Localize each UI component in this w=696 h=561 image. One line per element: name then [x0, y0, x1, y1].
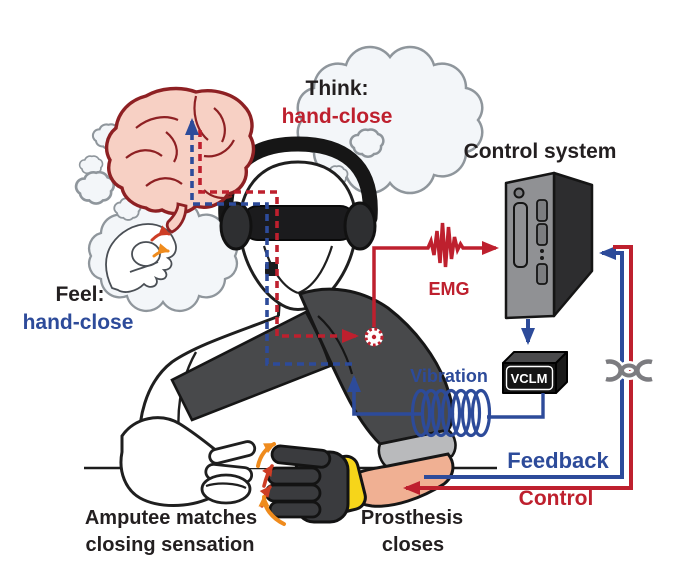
tower-power-button	[513, 187, 525, 199]
vibration-label: Vibration	[410, 366, 488, 386]
emg-signal-waveform	[372, 222, 499, 327]
control-label: Control	[519, 487, 594, 510]
tower-drive-bay	[513, 202, 528, 268]
vclm-label: VCLM	[511, 371, 548, 386]
amputee-caption-line1: Amputee matches	[85, 507, 257, 529]
computer-tower-icon	[504, 171, 594, 320]
control-system-label: Control system	[464, 140, 617, 163]
headphone-earcup-left-icon	[219, 201, 253, 251]
emg-label: EMG	[428, 279, 469, 299]
feel-label: Feel:	[55, 283, 104, 306]
feel-sensation-dashed-path	[185, 118, 352, 366]
blindfold-icon	[241, 205, 357, 241]
blindfolded-person-with-headphones	[137, 136, 457, 508]
prosthesis-caption-line1: Prosthesis	[361, 507, 463, 529]
motion-arrows	[256, 442, 286, 526]
feel-value: hand-close	[23, 311, 134, 334]
think-value: hand-close	[282, 105, 393, 128]
prosthesis-caption-line2: closes	[382, 534, 444, 556]
chain-link-icon	[604, 357, 654, 384]
emg-electrode-icon	[364, 327, 384, 347]
amputee-caption-line2: closing sensation	[86, 534, 255, 556]
feel-motion-arrows	[150, 225, 171, 258]
think-command-dashed-path	[198, 130, 359, 343]
vclm-box	[502, 351, 568, 394]
vclm-output-line	[487, 393, 545, 419]
prosthetic-hand	[264, 444, 367, 524]
brain-icon	[104, 86, 256, 234]
amputee-hand	[119, 416, 257, 507]
vibration-to-arm-arrow	[347, 375, 423, 416]
headphone-earcup-right-icon	[343, 201, 377, 251]
feedback-label: Feedback	[507, 448, 609, 473]
think-label: Think:	[306, 77, 369, 100]
